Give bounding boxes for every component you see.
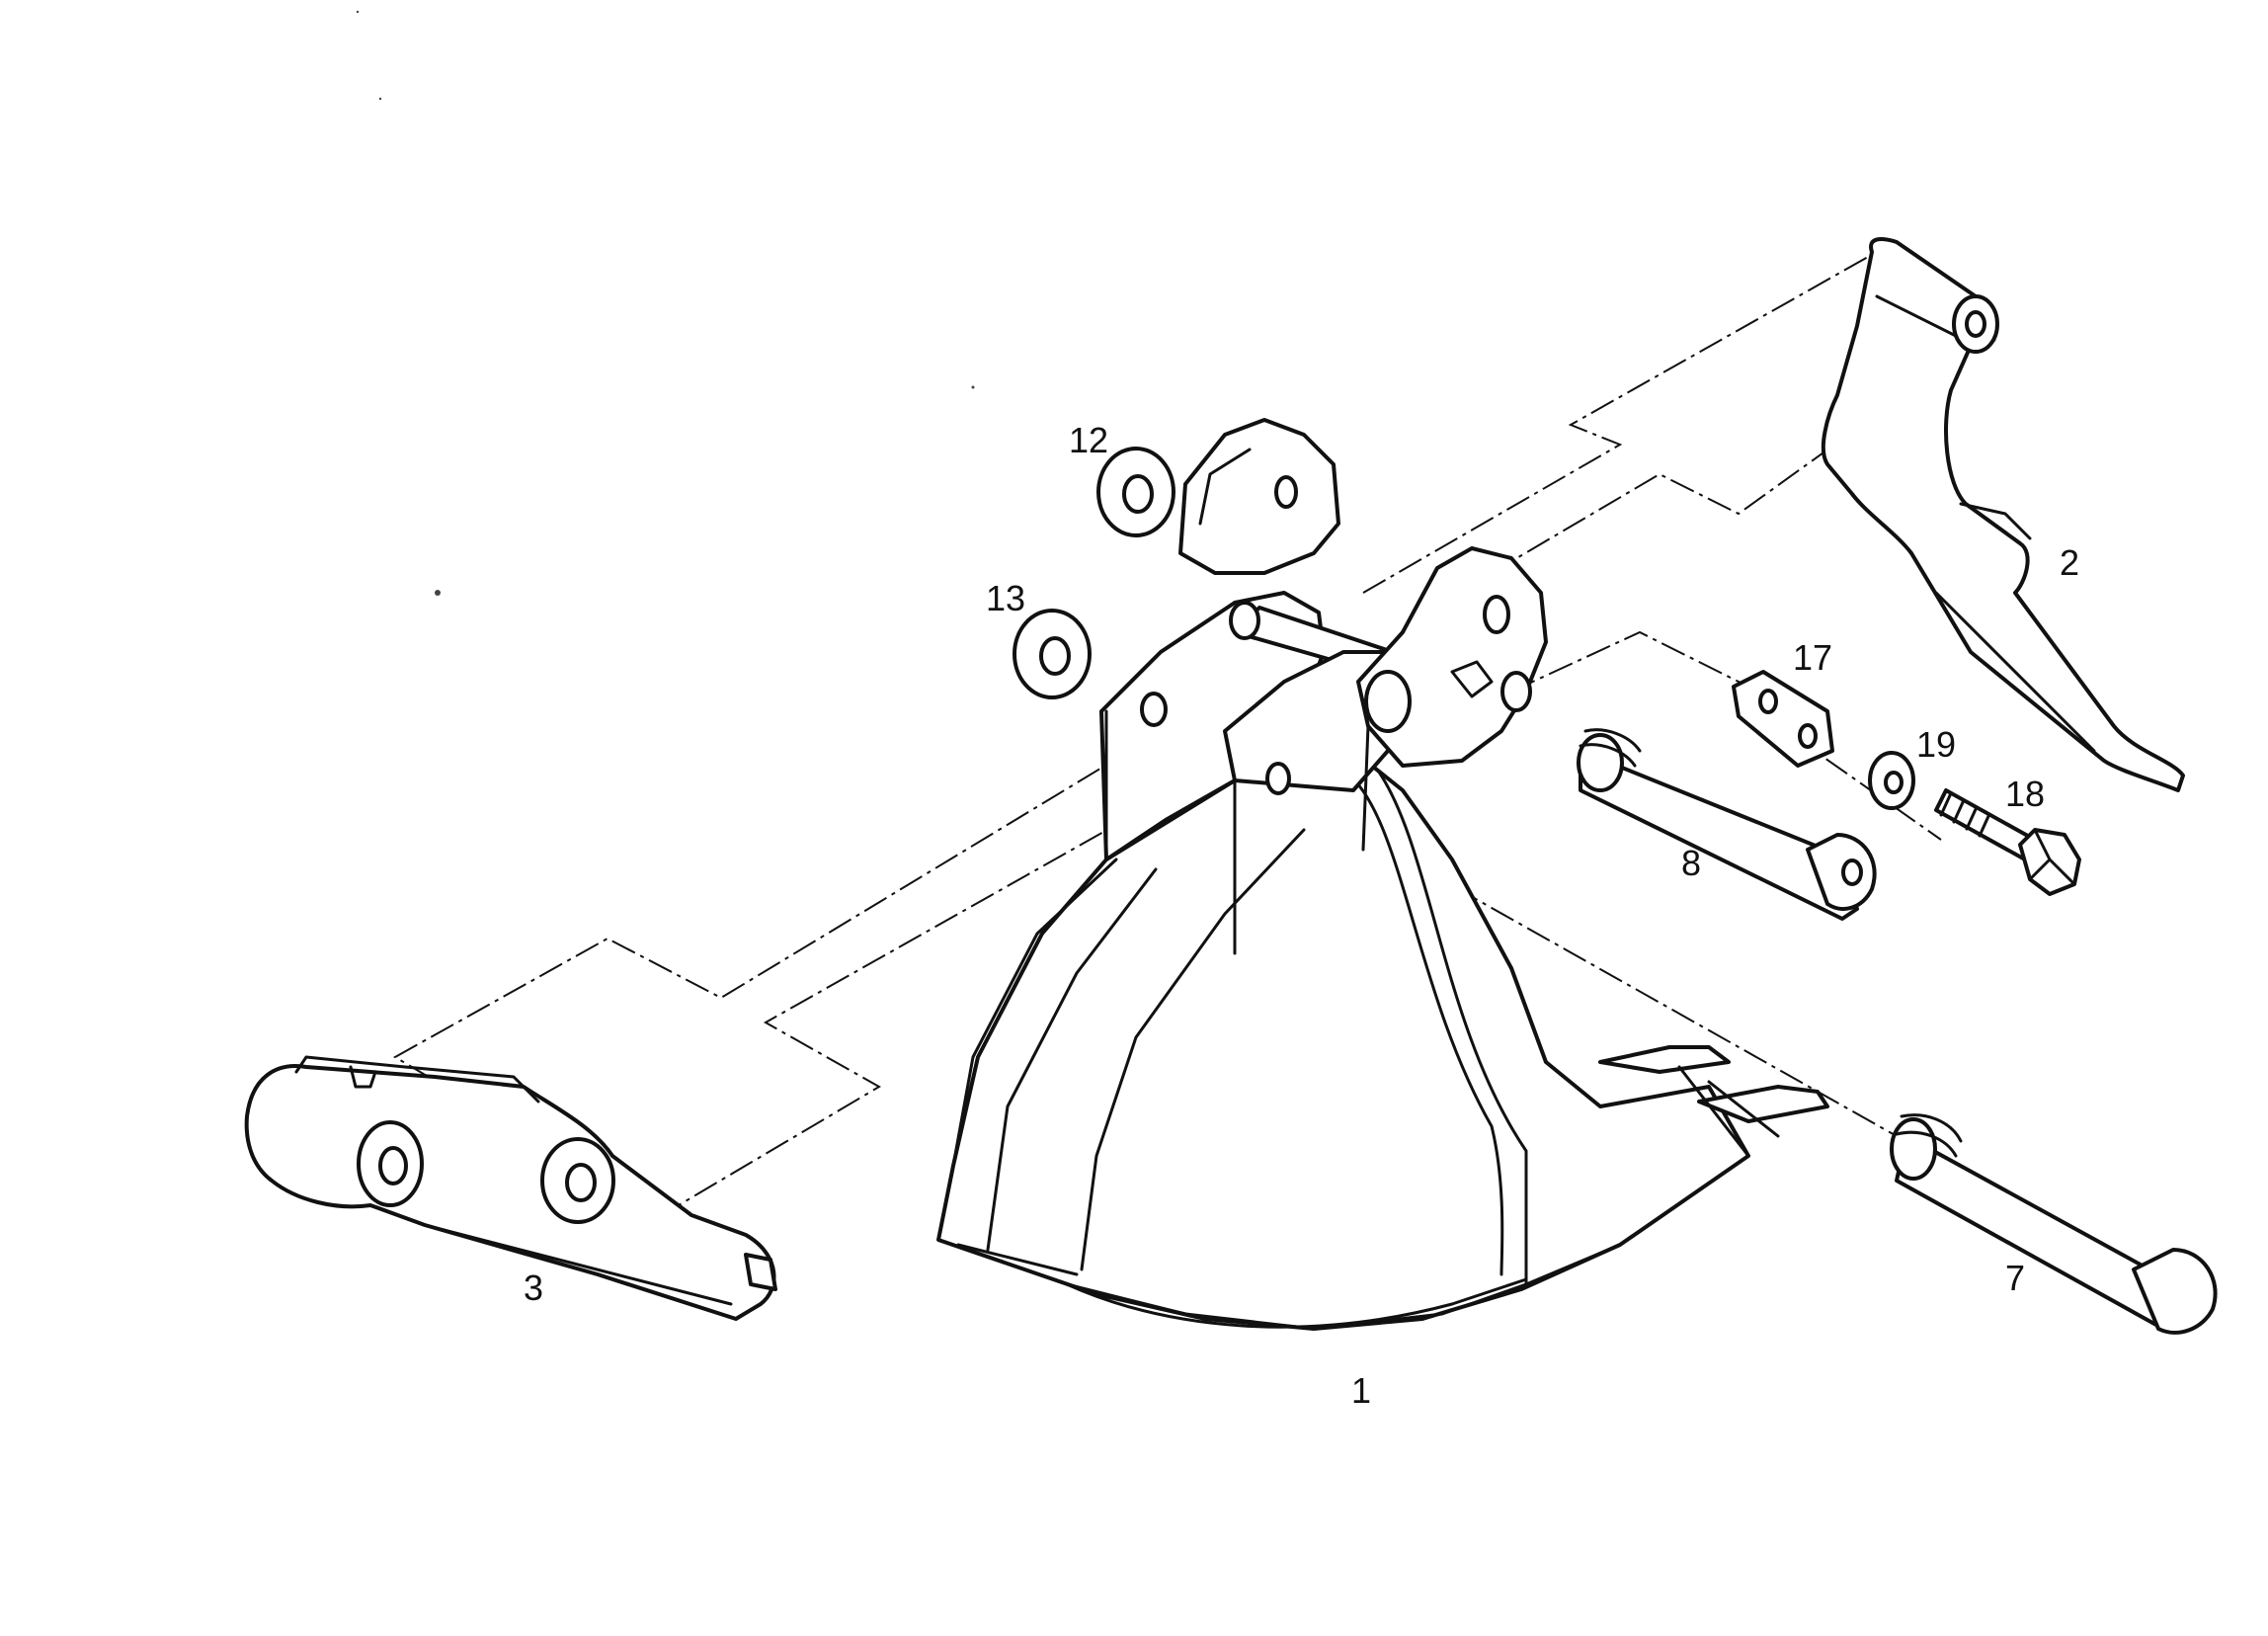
bucket-hole-rear-upper (1274, 475, 1298, 509)
lock-plate-hole-b (1798, 723, 1818, 749)
pin-upper-part (1577, 728, 1877, 921)
callout-bolt: 18 (2005, 774, 2045, 814)
scan-speck (356, 10, 360, 14)
scan-specks (356, 10, 975, 596)
pin-upper-end (1806, 833, 1877, 911)
lever-link-hole-mid (565, 1163, 597, 1202)
scan-speck (378, 97, 382, 101)
bucket-back-curve (1341, 769, 1504, 1276)
bolt-head (2018, 828, 2081, 896)
bolt-thread (1939, 791, 1991, 838)
callout-shim-a: 12 (1069, 420, 1108, 460)
washer-part (1868, 751, 1915, 810)
callout-pin-upper: 8 (1681, 843, 1701, 883)
bucket-part (936, 418, 1829, 1331)
callout-arm-link: 2 (2060, 542, 2079, 583)
bucket-hole-rear-lower (1140, 692, 1168, 727)
lock-plate-hole-a (1758, 689, 1778, 714)
callout-bucket: 1 (1351, 1370, 1371, 1411)
arm-link-part (1821, 237, 2185, 792)
lock-plate-body (1732, 670, 1834, 768)
pin-upper-end-hole (1841, 859, 1863, 886)
callouts: 1 2 3 7 8 12 13 17 18 19 (524, 420, 2079, 1411)
scan-speck (971, 385, 975, 389)
pin-lower-shaft (1895, 1134, 2185, 1331)
arm-link-web (1934, 502, 2096, 753)
bucket-rib-mid (1080, 828, 1306, 1271)
callout-lock-plate: 17 (1793, 637, 1832, 678)
arm-link-hole (1965, 310, 1986, 338)
bucket-tooth-lower (1697, 1085, 1829, 1123)
shim-b-inner (1039, 636, 1071, 676)
lever-link-lower-edge (423, 1223, 733, 1306)
pin-upper-collar-ring (1579, 728, 1642, 768)
bucket-hole-front-lower (1265, 762, 1291, 795)
arm-link-top-edge (1855, 250, 1958, 338)
bucket-lug-boss (1364, 670, 1412, 733)
bolt-part (1934, 788, 2081, 896)
bucket-tooth-upper (1598, 1045, 1731, 1074)
bucket-hole-front-upper (1483, 595, 1510, 634)
lever-link-hole-rear (378, 1146, 408, 1186)
bucket-edge-inner (956, 1243, 1528, 1329)
leader-pin-lower (1273, 784, 1898, 1137)
callout-lever-link: 3 (524, 1268, 543, 1308)
bucket-lug-upper-rear-rim (1198, 448, 1252, 526)
pin-lower-collar (1890, 1117, 1937, 1181)
scan-speck (435, 590, 441, 596)
lock-plate-part (1732, 670, 1834, 768)
washer-inner (1884, 771, 1904, 794)
leader-bolt (1757, 710, 1942, 841)
bolt-head-facet (2028, 828, 2076, 886)
callout-washer: 19 (1916, 724, 1956, 765)
lever-link-notch (349, 1065, 377, 1089)
pin-lower-collar-ring (1895, 1113, 1963, 1158)
lever-link-square-end (744, 1253, 777, 1291)
pin-upper-shaft (1579, 749, 1859, 921)
lever-link-body (244, 1064, 776, 1321)
bucket-front-plate-edge (1233, 724, 1370, 945)
pin-lower-part (1890, 1113, 2218, 1335)
leader-pin-upper (1510, 630, 1759, 693)
bucket-shell (936, 749, 1750, 1331)
bucket-side-plate-left (951, 858, 1158, 1252)
bucket-lock-pin-stub (1450, 660, 1494, 698)
shim-a-inner (1122, 474, 1154, 514)
callout-shim-b: 13 (986, 578, 1025, 618)
pin-lower-end (2132, 1248, 2218, 1335)
bucket-lug-front-upper (1356, 546, 1548, 768)
bucket-hole-front-lock (1500, 671, 1532, 712)
lever-link-top-plate (294, 1055, 540, 1104)
shim-a-part (1096, 447, 1175, 537)
bucket-lug-upper-rear (1178, 418, 1340, 575)
shim-b-part (1012, 609, 1092, 699)
bucket-back-curve-2 (1376, 769, 1528, 1286)
lever-link-part (244, 1055, 777, 1321)
pin-upper-collar (1577, 733, 1624, 792)
bucket-upper-shaft-end (1229, 601, 1260, 640)
bucket-tooth-strip (1677, 1065, 1780, 1158)
callout-pin-lower: 7 (2005, 1258, 2025, 1298)
